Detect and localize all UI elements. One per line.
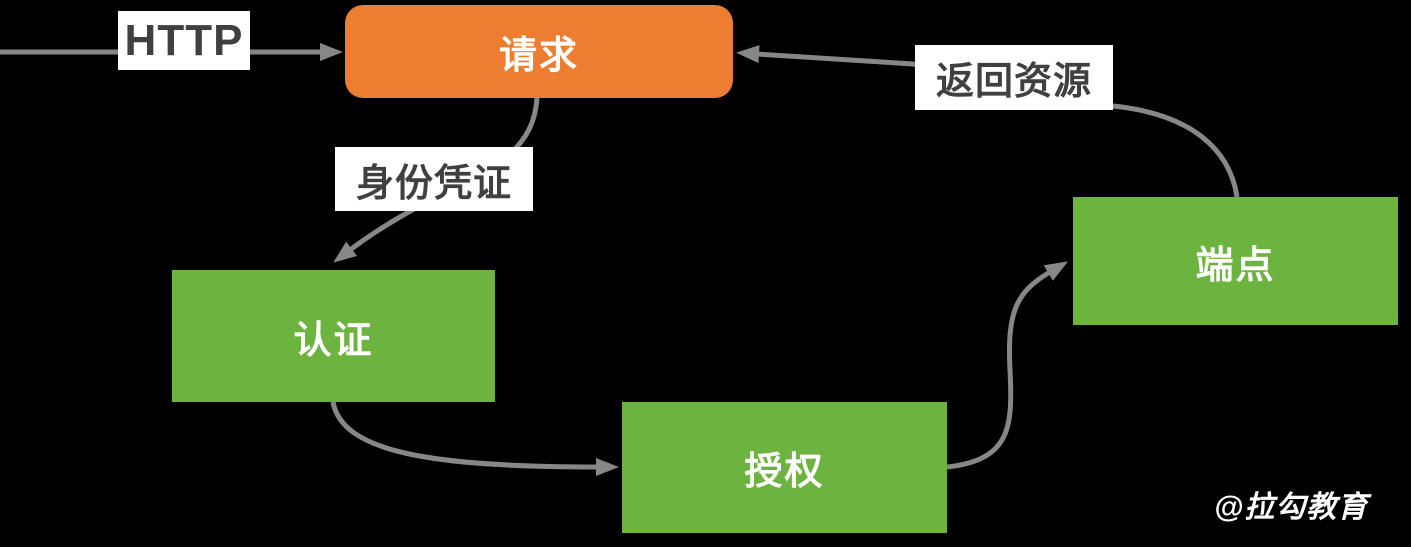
edge-label-credentials-text: 身份凭证 [355,162,512,205]
node-endpoint: 端点 [1073,197,1398,325]
node-authorization-label: 授权 [744,451,825,493]
node-request: 请求 [345,5,733,98]
node-authentication-label: 认证 [293,319,374,362]
edge-label-credentials: 身份凭证 [335,147,533,211]
edge-label-return-resource-text: 返回资源 [935,61,1092,103]
edge-authorization-to-endpoint-arrow [946,261,1069,470]
node-endpoint-label: 端点 [1195,244,1276,287]
edge-label-return-resource: 返回资源 [915,45,1113,110]
edge-label-http: HTTP [118,11,250,70]
node-request-label: 请求 [498,35,579,77]
node-authorization: 授权 [622,402,947,533]
edge-label-http-text: HTTP [124,15,244,65]
watermark: @拉勾教育 [1214,491,1369,524]
edge-authentication-to-authorization-arrow [330,401,619,476]
node-authentication: 认证 [172,270,495,402]
